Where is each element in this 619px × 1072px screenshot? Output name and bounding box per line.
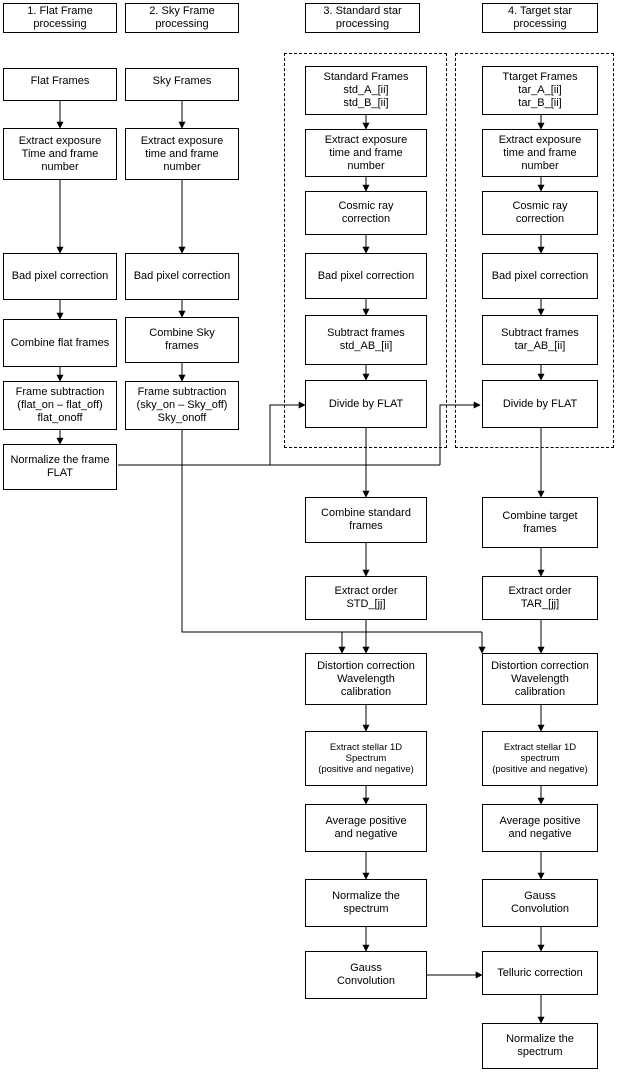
target-average-box: Average positive and negative xyxy=(482,804,598,852)
header-standard-star-processing: 3. Standard star processing xyxy=(305,3,420,33)
standard-cosmic-ray-box: Cosmic ray correction xyxy=(305,191,427,235)
flat-normalize-box: Normalize the frame FLAT xyxy=(3,444,117,490)
target-star-group-frame xyxy=(455,53,614,448)
flat-bad-pixel-box: Bad pixel correction xyxy=(3,253,117,300)
target-extract-spectrum-box: Extract stellar 1D spectrum (positive an… xyxy=(482,731,598,786)
target-normalize-spectrum-box: Normalize the spectrum xyxy=(482,1023,598,1069)
target-cosmic-ray-box: Cosmic ray correction xyxy=(482,191,598,235)
standard-combine-box: Combine standard frames xyxy=(305,497,427,543)
standard-normalize-spectrum-box: Normalize the spectrum xyxy=(305,879,427,927)
sky-frames-box: Sky Frames xyxy=(125,68,239,101)
target-extract-exposure-box: Extract exposure time and frame number xyxy=(482,129,598,177)
standard-extract-spectrum-box: Extract stellar 1D Spectrum (positive an… xyxy=(305,731,427,786)
arrow-flat-to-standard-divide xyxy=(269,401,306,465)
target-bad-pixel-box: Bad pixel correction xyxy=(482,253,598,299)
standard-gauss-convolution-box: Gauss Convolution xyxy=(305,951,427,999)
target-divide-by-flat-box: Divide by FLAT xyxy=(482,380,598,428)
standard-extract-exposure-box: Extract exposure time and frame number xyxy=(305,129,427,177)
flat-combine-box: Combine flat frames xyxy=(3,319,117,367)
sky-bad-pixel-box: Bad pixel correction xyxy=(125,253,239,300)
target-telluric-correction-box: Telluric correction xyxy=(482,951,598,995)
target-combine-box: Combine target frames xyxy=(482,497,598,548)
target-frames-box: Ttarget Frames tar_A_[ii] tar_B_[ii] xyxy=(482,66,598,115)
arrow-flat-to-target-divide xyxy=(439,401,481,465)
standard-frames-box: Standard Frames std_A_[ii] std_B_[ii] xyxy=(305,66,427,115)
standard-distortion-correction-box: Distortion correction Wavelength calibra… xyxy=(305,653,427,705)
sky-combine-box: Combine Sky frames xyxy=(125,317,239,363)
standard-average-box: Average positive and negative xyxy=(305,804,427,852)
flat-frames-box: Flat Frames xyxy=(3,68,117,101)
target-distortion-correction-box: Distortion correction Wavelength calibra… xyxy=(482,653,598,705)
target-subtract-frames-box: Subtract frames tar_AB_[ii] xyxy=(482,315,598,365)
standard-bad-pixel-box: Bad pixel correction xyxy=(305,253,427,299)
flat-extract-exposure-box: Extract exposure Time and frame number xyxy=(3,128,117,180)
target-gauss-convolution-box: Gauss Convolution xyxy=(482,879,598,927)
flat-frame-subtraction-box: Frame subtraction (flat_on – flat_off) f… xyxy=(3,381,117,430)
line-sky-onoff-output xyxy=(181,430,482,633)
standard-divide-by-flat-box: Divide by FLAT xyxy=(305,380,427,428)
header-sky-frame-processing: 2. Sky Frame processing xyxy=(125,3,239,33)
standard-extract-order-box: Extract order STD_[jj] xyxy=(305,576,427,620)
header-flat-frame-processing: 1. Flat Frame processing xyxy=(3,3,117,33)
sky-frame-subtraction-box: Frame subtraction (sky_on – Sky_off) Sky… xyxy=(125,381,239,430)
target-extract-order-box: Extract order TAR_[jj] xyxy=(482,576,598,620)
standard-subtract-frames-box: Subtract frames std_AB_[ii] xyxy=(305,315,427,365)
header-target-star-processing: 4. Target star processing xyxy=(482,3,598,33)
sky-extract-exposure-box: Extract exposure time and frame number xyxy=(125,128,239,180)
